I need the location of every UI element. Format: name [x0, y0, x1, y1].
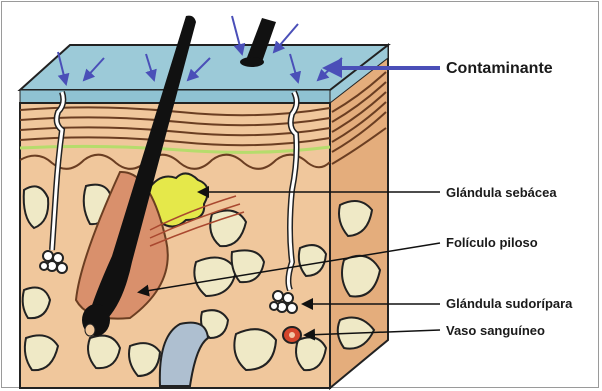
label-foliculo-piloso: Folículo piloso	[446, 235, 538, 250]
label-glandula-sudoripara: Glándula sudorípara	[446, 296, 572, 311]
block-side-face	[330, 45, 388, 388]
blood-vessel	[283, 327, 301, 343]
label-glandula-sebacea: Glándula sebácea	[446, 185, 557, 200]
label-vaso-sanguineo: Vaso sanguíneo	[446, 323, 545, 338]
label-contaminante: Contaminante	[446, 60, 553, 78]
